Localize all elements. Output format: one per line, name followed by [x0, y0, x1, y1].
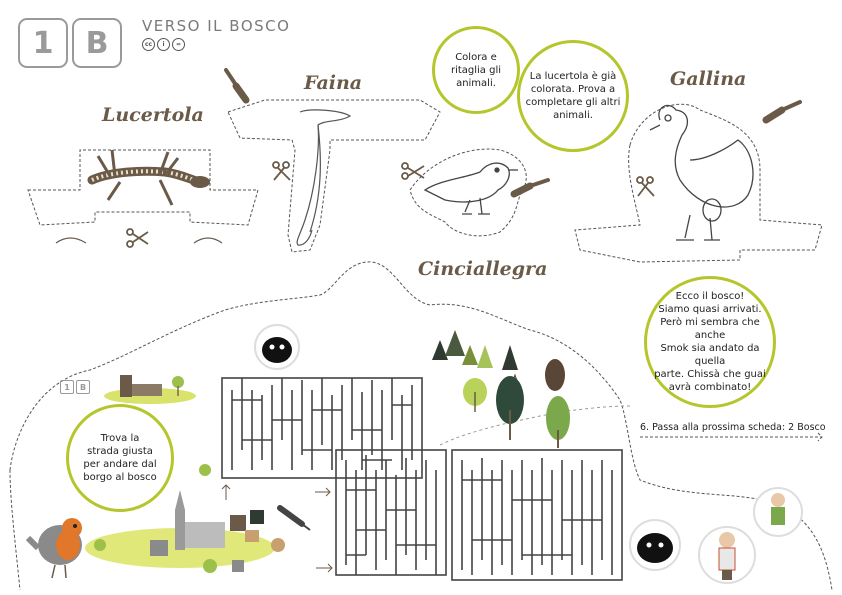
map-boundary: [9, 261, 833, 591]
paintbrush-icon: [510, 178, 550, 198]
scissors-icon: [401, 162, 425, 180]
instruction-bubble-lizard: La lucertola è già colorata. Prova a com…: [517, 40, 629, 152]
marten-drawing: [296, 109, 352, 246]
bubble-line: Smok sia andato da quella: [660, 343, 760, 367]
page-title: VERSO IL BOSCO: [142, 17, 291, 35]
pencil-icon: [277, 505, 311, 531]
animal-name-gallina: Gallina: [670, 68, 747, 90]
animal-name-cinciallegra: Cinciallegra: [418, 258, 548, 280]
lizard-cutout: [27, 149, 259, 226]
nd-icon: =: [172, 38, 185, 51]
scissors-icon: [272, 161, 291, 181]
bubble-line: completare gli altri: [525, 97, 621, 108]
smok-monster-icon: [254, 324, 300, 370]
entry-arrow-3: [221, 484, 231, 500]
bubble-line: colorata. Prova a: [530, 84, 616, 95]
marten-cutout: [227, 99, 441, 253]
bubble-line: animali.: [553, 110, 593, 121]
chicken-cutout: [574, 103, 823, 263]
entry-arrow-1: [315, 487, 331, 497]
paintbrush-icon: [224, 68, 250, 104]
bubble-line: borgo al bosco: [83, 472, 157, 483]
castle: [104, 375, 196, 404]
child-girl-icon: [698, 526, 756, 584]
bubble-line: Trova la: [100, 433, 140, 444]
child-boy-icon: [753, 487, 803, 537]
mini-letter-badge: B: [76, 380, 90, 394]
bubble-line: Però mi sembra che anche: [660, 317, 760, 341]
forest: [432, 330, 570, 448]
bubble-line: avrà combinato!: [668, 382, 752, 393]
bubble-line: parte. Chissà che guai: [654, 369, 766, 380]
cc-icon: cc: [142, 38, 155, 51]
license-icons: cc i =: [142, 38, 185, 51]
bubble-line: Ecco il bosco!: [675, 291, 745, 302]
bubble-line: strada giusta: [87, 446, 153, 457]
next-step-link[interactable]: 6. Passa alla prossima scheda: 2 Bosco: [640, 422, 826, 433]
bird-drawing: [423, 162, 518, 215]
bubble-line: Colora e: [455, 51, 497, 63]
sheet-number-badge: 1: [18, 18, 68, 68]
smok-monster-icon-bottom: [629, 519, 681, 571]
story-bubble-forest: Ecco il bosco! Siamo quasi arrivati. Per…: [644, 276, 776, 408]
bubble-line: per andare dal: [83, 459, 157, 470]
by-icon: i: [157, 38, 170, 51]
bubble-line: La lucertola è già: [529, 71, 617, 82]
paintbrush-icon: [762, 100, 802, 124]
entry-arrow-2: [316, 563, 333, 573]
maze: [221, 377, 623, 581]
sheet-letter-badge: B: [72, 18, 122, 68]
animal-name-lucertola: Lucertola: [102, 104, 204, 126]
mini-number-badge: 1: [60, 380, 74, 394]
chicken-drawing: [649, 104, 754, 241]
scissors-icon: [126, 228, 149, 248]
lizard-drawing: [87, 149, 210, 206]
bubble-line: Siamo quasi arrivati.: [658, 304, 762, 315]
instruction-bubble-color-cut: Colora e ritaglia gli animali.: [432, 26, 520, 114]
village: [85, 464, 285, 573]
scissors-icon: [636, 176, 655, 197]
bird-cutout: [409, 148, 527, 237]
bubble-line: animali.: [456, 77, 496, 89]
instruction-bubble-find-path: Trova la strada giusta per andare dal bo…: [66, 404, 174, 512]
robin-icon: [25, 518, 82, 579]
arrow-right-icon: [640, 432, 823, 442]
bubble-line: ritaglia gli: [450, 64, 502, 76]
animal-name-faina: Faina: [304, 72, 363, 94]
